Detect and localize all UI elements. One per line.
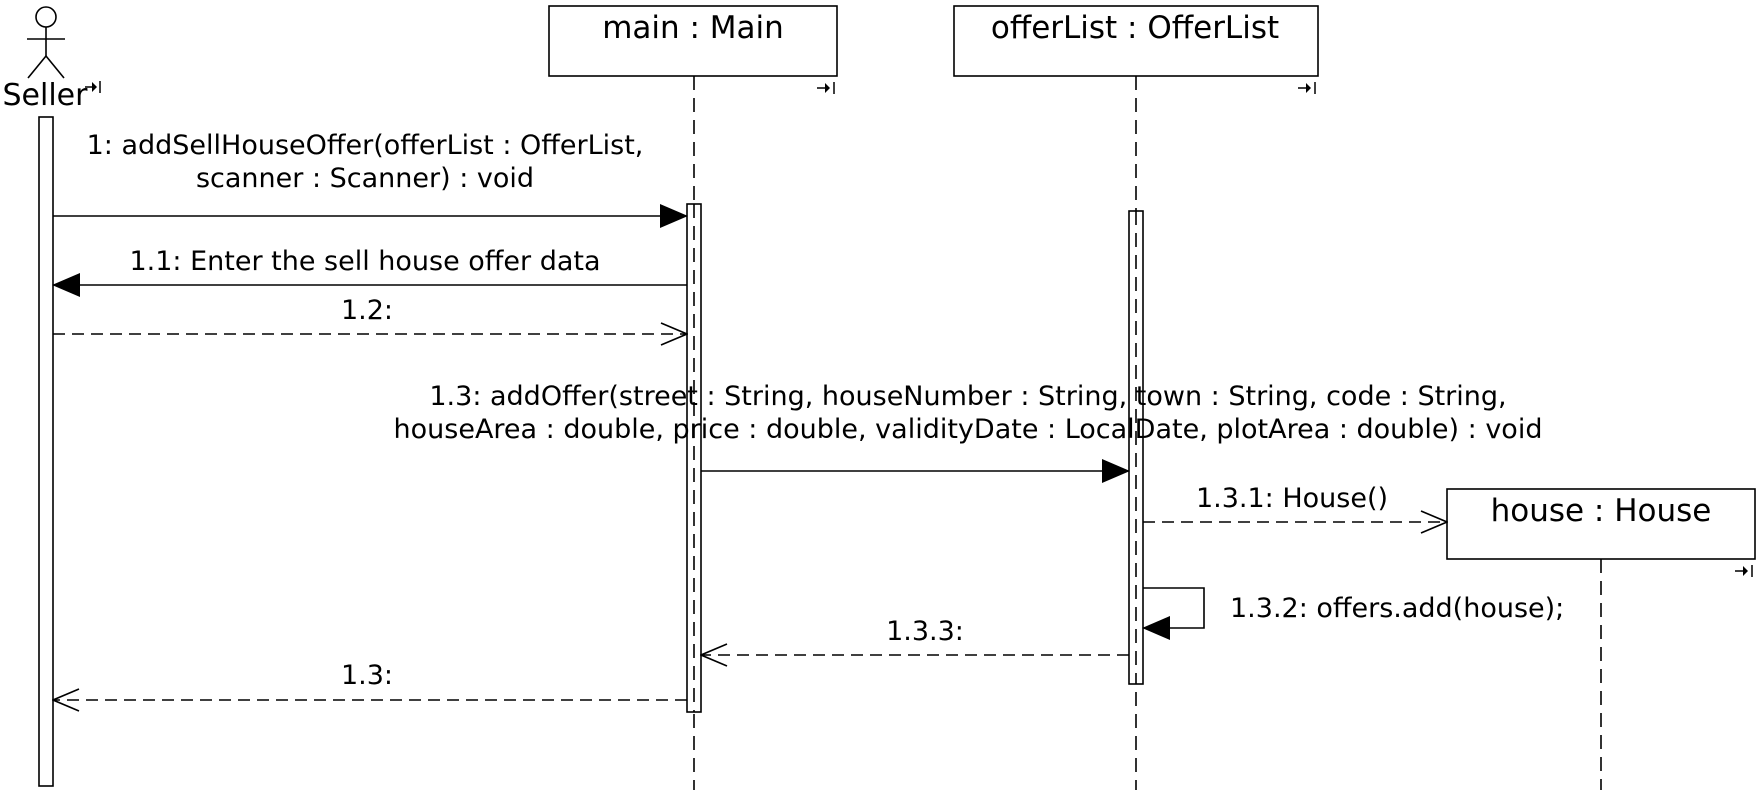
actor-seller[interactable]: Seller [3, 6, 101, 787]
hyperlink-icon[interactable] [1735, 565, 1753, 577]
message-1-3-1-label: 1.3.1: House() [1196, 483, 1388, 514]
message-1-3-1[interactable]: 1.3.1: House() [1143, 483, 1447, 522]
stick-figure-icon [27, 6, 65, 79]
message-1-1-label: 1.1: Enter the sell house offer data [129, 246, 600, 277]
message-1-label-line2: scanner : Scanner) : void [196, 163, 534, 194]
message-1-3-2[interactable]: 1.3.2: offers.add(house); [1142, 587, 1564, 640]
hyperlink-icon[interactable] [817, 82, 835, 94]
lifeline-main-header[interactable] [548, 5, 838, 77]
hyperlink-icon[interactable] [85, 81, 101, 93]
message-1[interactable]: 1: addSellHouseOffer(offerList : OfferLi… [53, 130, 688, 228]
lifeline-offerlist-header[interactable] [953, 5, 1319, 77]
lifeline-house[interactable]: house : House [1446, 488, 1756, 790]
message-1-3-label-line2: houseArea : double, price : double, vali… [394, 414, 1543, 445]
lifeline-house-label: house : House [1491, 493, 1712, 529]
message-1-3-2-label: 1.3.2: offers.add(house); [1230, 593, 1564, 624]
message-1-3-label-line1: 1.3: addOffer(street : String, houseNumb… [429, 381, 1506, 412]
seller-activation-bar [38, 116, 54, 787]
lifeline-offerlist[interactable]: offerList : OfferList [953, 5, 1319, 790]
message-1-2-label: 1.2: [341, 295, 393, 326]
message-1-3-2-arrow [1142, 587, 1205, 640]
lifeline-offerlist-label: offerList : OfferList [991, 10, 1279, 46]
reply-1-3[interactable]: 1.3: [53, 660, 687, 700]
message-1-1[interactable]: 1.1: Enter the sell house offer data [52, 246, 687, 297]
message-1-2[interactable]: 1.2: [53, 295, 687, 334]
actor-label: Seller [3, 78, 89, 113]
message-1-3[interactable]: 1.3: addOffer(street : String, houseNumb… [394, 381, 1543, 483]
lifeline-main-label: main : Main [602, 10, 784, 46]
message-1-3-3-label: 1.3.3: [886, 616, 964, 647]
reply-1-3-label: 1.3: [341, 660, 393, 691]
message-1-3-3[interactable]: 1.3.3: [701, 616, 1129, 655]
message-1-label-line1: 1: addSellHouseOffer(offerList : OfferLi… [87, 130, 644, 161]
lifeline-main[interactable]: main : Main [548, 5, 838, 790]
hyperlink-icon[interactable] [1298, 82, 1316, 94]
